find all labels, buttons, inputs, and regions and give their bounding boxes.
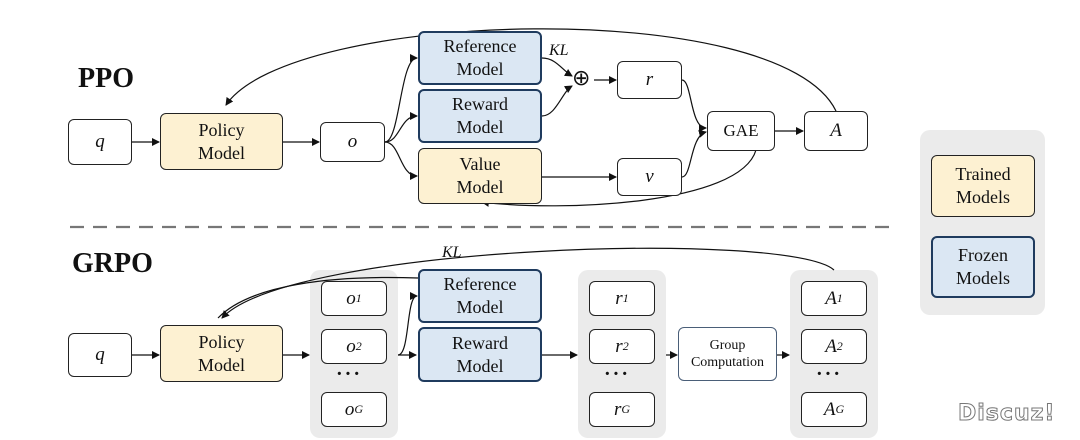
grpo-kl-label: KL — [442, 244, 462, 261]
grpo-policy-model: Policy Model — [160, 325, 283, 382]
ppo-title: PPO — [78, 63, 134, 94]
arrow-outputs-to-reference — [397, 292, 418, 356]
subscript: G — [621, 402, 631, 416]
arrow-o-to-reward — [384, 112, 418, 143]
grpo-reference-model: Reference Model — [418, 269, 542, 323]
subscript: G — [835, 402, 845, 416]
ppo-reference-model: Reference Model — [418, 31, 542, 85]
grpo-title: GRPO — [72, 248, 153, 279]
grpo-advantages-dots: ··· — [816, 363, 843, 385]
subscript: 1 — [836, 291, 843, 305]
ppo-kl-label: KL — [549, 42, 569, 59]
grpo-reward-model: Reward Model — [418, 327, 542, 382]
ppo-v-box: v — [617, 158, 682, 196]
arrow-o-to-reference — [384, 54, 418, 143]
grpo-q-box: q — [68, 333, 132, 377]
arrow-reference-to-plus — [541, 57, 573, 77]
legend-trained-models: Trained Models — [931, 155, 1035, 217]
ppo-r-box: r — [617, 61, 682, 99]
ppo-o-box: o — [320, 122, 385, 162]
ppo-gae-box: GAE — [707, 111, 775, 151]
subscript: G — [354, 402, 364, 416]
legend-frozen-models: Frozen Models — [931, 236, 1035, 298]
ppo-policy-model: Policy Model — [160, 113, 283, 170]
arrow-reward-to-plus — [541, 85, 573, 117]
arrow-gae-to-value — [481, 149, 757, 207]
arrow-reference-kl-to-policy — [217, 276, 419, 319]
ppo-plus-icon: ⊕ — [572, 66, 591, 91]
ppo-reward-model: Reward Model — [418, 89, 542, 143]
grpo-rewards-dots: ··· — [604, 363, 631, 385]
subscript: 2 — [836, 339, 843, 353]
arrow-o-to-value — [384, 141, 418, 180]
arrow-a-to-policy — [225, 28, 837, 112]
arrow-v-to-gae — [681, 129, 707, 178]
subscript: 2 — [622, 339, 629, 353]
ppo-q-box: q — [68, 119, 132, 165]
subscript: 2 — [355, 339, 362, 353]
watermark-logo: Discuz! — [957, 401, 1056, 427]
subscript: 1 — [355, 291, 362, 305]
arrow-advantages-to-policy — [221, 247, 835, 319]
grpo-group-computation-box: Group Computation — [678, 327, 777, 381]
ppo-value-model: Value Model — [418, 148, 542, 204]
grpo-outputs-dots: ··· — [336, 363, 363, 385]
arrow-r-to-gae — [681, 79, 707, 132]
ppo-a-box: A — [804, 111, 868, 151]
subscript: 1 — [622, 291, 629, 305]
